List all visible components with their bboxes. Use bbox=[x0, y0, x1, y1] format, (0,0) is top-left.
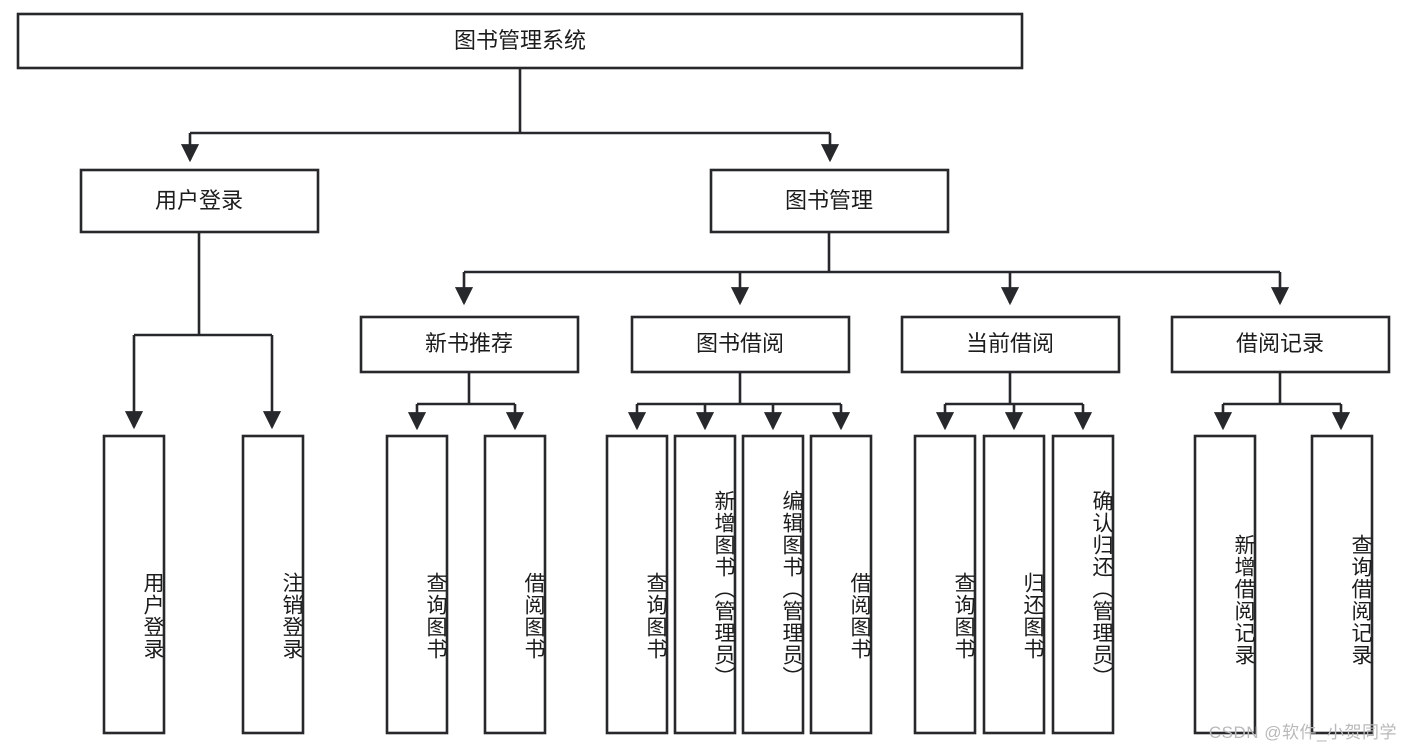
connector-root-to-level2 bbox=[180, 68, 840, 163]
node-borrow-record[interactable]: 借阅记录 bbox=[1170, 315, 1391, 374]
leaf-box-user-login-0[interactable] bbox=[102, 434, 166, 735]
leaf-box-book-borrow-0[interactable] bbox=[605, 434, 669, 735]
leaf-box-current-borrow-0[interactable] bbox=[913, 434, 977, 735]
connector-bookmgmt-to-level3 bbox=[454, 233, 1290, 306]
node-user-login-label: 用户登录 bbox=[155, 188, 243, 213]
leaf-box-borrow-record-0[interactable] bbox=[1193, 434, 1257, 735]
node-current-borrow-label: 当前借阅 bbox=[966, 331, 1054, 356]
connector-borrowrecord-to-leaves bbox=[1213, 372, 1351, 431]
node-root-label: 图书管理系统 bbox=[454, 28, 586, 53]
node-book-management[interactable]: 图书管理 bbox=[709, 168, 950, 234]
leaf-box-book-borrow-3[interactable] bbox=[809, 434, 873, 735]
connector-userlogin-to-leaves bbox=[124, 233, 282, 430]
node-new-book-recommend-label: 新书推荐 bbox=[425, 331, 513, 356]
node-root[interactable]: 图书管理系统 bbox=[16, 12, 1024, 70]
node-book-borrow-label: 图书借阅 bbox=[696, 331, 784, 356]
node-book-management-label: 图书管理 bbox=[785, 188, 873, 213]
node-current-borrow[interactable]: 当前借阅 bbox=[900, 315, 1121, 374]
leaf-box-user-login-1[interactable] bbox=[241, 434, 305, 735]
leaf-box-new-book-0[interactable] bbox=[385, 434, 449, 735]
node-user-login[interactable]: 用户登录 bbox=[79, 168, 320, 234]
leaf-box-current-borrow-2[interactable] bbox=[1051, 434, 1115, 735]
leaf-box-book-borrow-1[interactable] bbox=[673, 434, 737, 735]
watermark: CSDN @软件_小贺同学 bbox=[1208, 723, 1397, 742]
leaf-box-borrow-record-1[interactable] bbox=[1310, 434, 1374, 735]
node-new-book-recommend[interactable]: 新书推荐 bbox=[359, 315, 580, 374]
leaf-box-new-book-1[interactable] bbox=[483, 434, 547, 735]
node-book-borrow[interactable]: 图书借阅 bbox=[630, 315, 851, 374]
connector-bookborrow-to-leaves bbox=[627, 372, 851, 431]
node-borrow-record-label: 借阅记录 bbox=[1236, 331, 1324, 356]
connector-newbook-to-leaves bbox=[407, 372, 525, 431]
connector-currentborrow-to-leaves bbox=[935, 372, 1093, 431]
leaf-box-current-borrow-1[interactable] bbox=[982, 434, 1046, 735]
leaf-box-book-borrow-2[interactable] bbox=[741, 434, 805, 735]
